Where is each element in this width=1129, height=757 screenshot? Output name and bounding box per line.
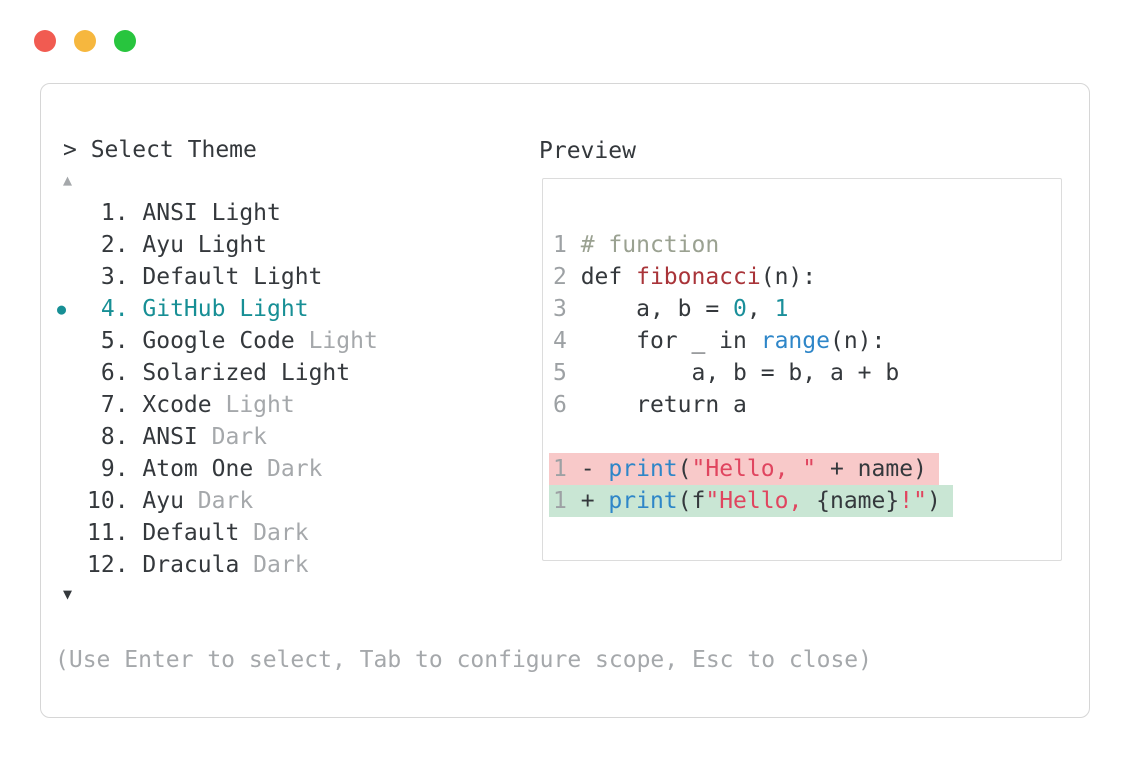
close-button[interactable] (34, 30, 56, 52)
line-number: 4 (553, 328, 581, 354)
theme-option-google-code-light[interactable]: 5. Google Code Light (41, 325, 521, 357)
line-number: 1 (553, 232, 581, 258)
theme-selector-window: > Select Theme ▲ 1. ANSI Light 2. Ayu Li… (40, 83, 1090, 718)
diff-line-removed: 1 - print("Hello, " + name) (549, 453, 1061, 485)
minimize-button[interactable] (74, 30, 96, 52)
line-number: 2 (553, 264, 581, 290)
theme-option-label: 2. Ayu Light (87, 232, 268, 258)
theme-option-label: 5. Google Code Light (87, 328, 378, 354)
theme-option-label: 6. Solarized Light (87, 360, 351, 386)
diff-line-added: 1 + print(f"Hello, {name}!") (549, 485, 1061, 517)
code-line: 4 for _ in range(n): (553, 328, 886, 354)
selected-bullet-icon: ● (57, 300, 67, 318)
theme-option-label: 10. Ayu Dark (87, 488, 254, 514)
theme-option-ansi-light[interactable]: 1. ANSI Light (41, 197, 521, 229)
preview-pane: 1 # function 2 def fibonacci(n): 3 a, b = … (542, 178, 1062, 561)
preview-title: Preview (539, 138, 636, 164)
code-line: 5 a, b = b, a + b (553, 360, 900, 386)
theme-option-solarized-light[interactable]: 6. Solarized Light (41, 357, 521, 389)
theme-option-dracula-dark[interactable]: 12. Dracula Dark (41, 549, 521, 581)
line-number: 6 (553, 392, 581, 418)
theme-option-github-light[interactable]: ● 4. GitHub Light (41, 293, 521, 325)
theme-option-label: 12. Dracula Dark (87, 552, 309, 578)
theme-option-atom-one-dark[interactable]: 9. Atom One Dark (41, 453, 521, 485)
line-number: 3 (553, 296, 581, 322)
theme-option-label: 8. ANSI Dark (87, 424, 268, 450)
theme-option-label: 1. ANSI Light (87, 200, 281, 226)
theme-option-label: 7. Xcode Light (87, 392, 295, 418)
line-number: 1 (553, 456, 581, 482)
keyboard-help-text: (Use Enter to select, Tab to configure s… (55, 647, 872, 673)
theme-option-label: 9. Atom One Dark (87, 456, 323, 482)
code-line (553, 421, 1061, 453)
code-line: 1 # function (553, 232, 720, 258)
theme-option-label: 3. Default Light (87, 264, 323, 290)
code-line: 6 return a (553, 392, 747, 418)
theme-option-default-dark[interactable]: 11. Default Dark (41, 517, 521, 549)
scroll-down-icon[interactable]: ▼ (63, 585, 73, 603)
theme-list: 1. ANSI Light 2. Ayu Light 3. Default Li… (41, 197, 521, 581)
scroll-up-icon[interactable]: ▲ (63, 171, 73, 189)
theme-option-ansi-dark[interactable]: 8. ANSI Dark (41, 421, 521, 453)
zoom-button[interactable] (114, 30, 136, 52)
theme-option-ayu-dark[interactable]: 10. Ayu Dark (41, 485, 521, 517)
line-number: 1 (553, 488, 581, 514)
window-controls (34, 30, 136, 52)
theme-option-ayu-light[interactable]: 2. Ayu Light (41, 229, 521, 261)
theme-option-xcode-light[interactable]: 7. Xcode Light (41, 389, 521, 421)
select-theme-prompt: > Select Theme (63, 137, 257, 163)
line-number: 5 (553, 360, 581, 386)
code-line: 2 def fibonacci(n): (553, 264, 817, 290)
theme-option-label: 4. GitHub Light (87, 296, 309, 322)
code-line: 3 a, b = 0, 1 (553, 296, 789, 322)
theme-option-default-light[interactable]: 3. Default Light (41, 261, 521, 293)
theme-option-label: 11. Default Dark (87, 520, 309, 546)
